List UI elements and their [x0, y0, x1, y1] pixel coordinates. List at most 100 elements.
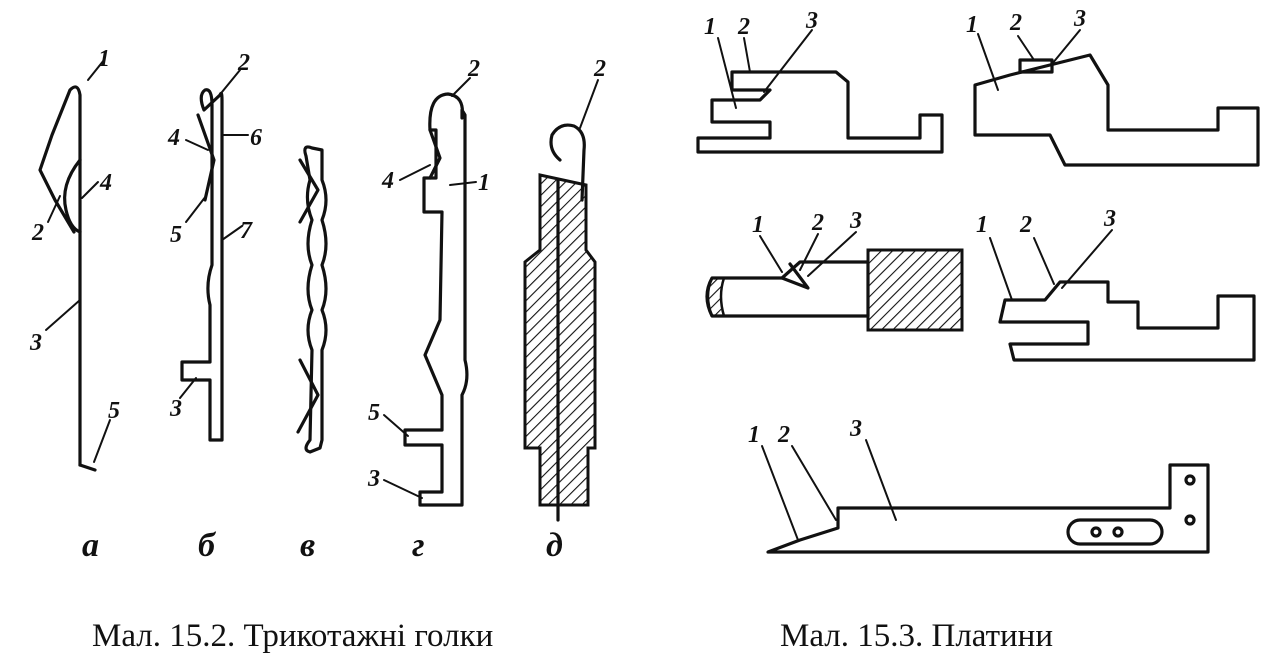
caption-fig-15-2: Мал. 15.2. Трикотажні голки: [92, 618, 493, 654]
part-label-b-4: 4: [167, 125, 180, 151]
leader-s5-3: [865, 439, 897, 521]
sinker-3-notch: [780, 262, 810, 290]
sinker-5-hole-4: [1184, 514, 1196, 526]
needle-d-hook: [549, 123, 586, 202]
leader-s4-2: [1033, 237, 1055, 285]
sinker-3-shape: [705, 260, 870, 318]
sinker-2-shape: [973, 53, 1260, 167]
part-label-b-2: 2: [237, 50, 250, 76]
sinker-5-shape: [766, 463, 1210, 554]
leader-g-1: [449, 181, 477, 186]
part-label-s3-1: 1: [752, 212, 764, 238]
sublabel-a: а: [82, 527, 99, 564]
needle-g-latch: [428, 128, 442, 180]
part-label-g-4: 4: [381, 168, 394, 194]
sinker-3: 1 2 3: [705, 208, 964, 332]
leader-s3-2: [799, 233, 819, 271]
leader-s4-1: [989, 237, 1013, 301]
part-label-b-7: 7: [240, 218, 253, 244]
needle-a-tail: [78, 463, 97, 472]
part-label-s4-3: 3: [1103, 206, 1116, 232]
leader-s2-2: [1017, 35, 1035, 61]
leader-b-2: [221, 69, 241, 93]
needle-a-beard: [63, 158, 82, 234]
part-label-s1-3: 3: [805, 8, 818, 34]
part-label-s5-3: 3: [849, 416, 862, 442]
sinker-5-hole-3: [1184, 474, 1196, 486]
needle-g-shape: [403, 92, 469, 507]
leader-s4-3: [1061, 229, 1113, 289]
sinker-5: 1 2 3: [748, 416, 1210, 554]
leader-s2-1: [977, 33, 999, 91]
needle-b-latch: 2 4 6 5 7 3 б: [167, 50, 262, 564]
needle-a-bearded: 1 4 2 3 5 а: [29, 46, 120, 564]
needle-v-latch-top: [298, 158, 320, 224]
leader-b-7: [221, 225, 243, 241]
part-label-s2-2: 2: [1009, 10, 1022, 36]
leader-s5-1: [761, 445, 799, 541]
part-label-s1-2: 2: [737, 14, 750, 40]
sinker-3-block: [866, 248, 964, 332]
figure-15-2-needles: 1 4 2 3 5 а 2 4 6 5 7 3 б: [29, 46, 606, 654]
sinker-5-hole-2: [1112, 526, 1124, 538]
sinker-4-shape: [998, 280, 1256, 362]
leader-g-3: [383, 479, 423, 499]
leader-s1-3: [763, 29, 813, 93]
leader-d-2: [579, 79, 599, 129]
sinker-5-hole-1: [1090, 526, 1102, 538]
part-label-a-1: 1: [98, 46, 110, 72]
part-label-g-3: 3: [367, 466, 380, 492]
sinker-1-shape: [696, 70, 944, 154]
part-label-a-5: 5: [108, 398, 120, 424]
leader-s1-1: [717, 37, 737, 109]
needle-v-double-latch: в: [296, 145, 328, 564]
figure-15-3-sinkers: 1 2 3 1 2 3 1 2 3: [696, 6, 1260, 654]
part-label-g-2: 2: [467, 56, 480, 82]
leader-a-3: [45, 299, 81, 331]
needle-b-shape: [180, 88, 224, 442]
sinker-5-slot: [1066, 518, 1164, 546]
leader-a-5: [93, 419, 111, 463]
part-label-s2-3: 3: [1073, 6, 1086, 32]
part-label-b-5: 5: [170, 222, 182, 248]
leader-g-5: [383, 414, 409, 437]
sinker-4: 1 2 3: [976, 206, 1256, 362]
needle-g-latch-butts: 2 4 1 5 3 г: [367, 56, 490, 564]
part-label-a-4: 4: [99, 170, 112, 196]
needle-a-shape: [38, 85, 82, 467]
leader-s3-1: [759, 235, 783, 273]
leader-s3-3: [807, 231, 857, 277]
part-label-s5-1: 1: [748, 422, 760, 448]
part-label-s2-1: 1: [966, 12, 978, 38]
sublabel-d: д: [546, 527, 563, 564]
leader-b-5: [185, 195, 207, 223]
leader-b-3: [179, 377, 197, 399]
part-label-s3-3: 3: [849, 208, 862, 234]
needle-v-latch-bottom: [296, 358, 320, 434]
part-label-s1-1: 1: [704, 14, 716, 40]
leader-a-1: [87, 59, 105, 81]
caption-fig-15-3: Мал. 15.3. Платини: [780, 618, 1053, 654]
sublabel-b: б: [198, 527, 217, 564]
part-label-b-3: 3: [169, 396, 182, 422]
sublabel-v: в: [300, 527, 315, 564]
leader-a-2: [47, 195, 61, 223]
leader-g-4: [399, 164, 431, 181]
part-label-s3-2: 2: [811, 210, 824, 236]
sinker-2-slot: [1018, 58, 1054, 74]
sublabel-g: г: [412, 527, 425, 564]
sinker-2: 1 2 3: [966, 6, 1260, 167]
leader-b-4: [185, 139, 209, 151]
leader-s5-2: [791, 445, 837, 521]
part-label-s4-1: 1: [976, 212, 988, 238]
needle-d-in-holder: 2 д: [523, 56, 606, 564]
sinker-1: 1 2 3: [696, 8, 944, 154]
part-label-g-1: 1: [478, 170, 490, 196]
leader-s1-2: [743, 37, 751, 73]
sinker-3-nose: [706, 276, 726, 318]
part-label-s5-2: 2: [777, 422, 790, 448]
part-label-b-6: 6: [250, 125, 262, 151]
leader-a-4: [81, 181, 99, 199]
part-label-d-2: 2: [593, 56, 606, 82]
